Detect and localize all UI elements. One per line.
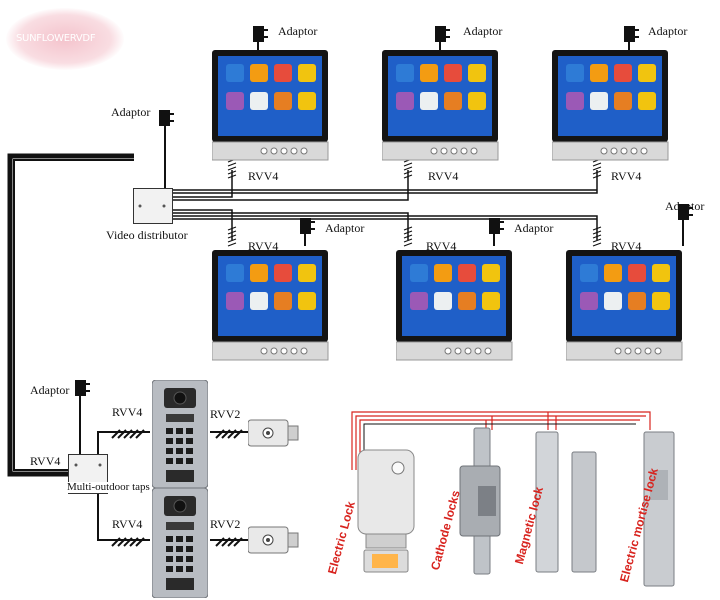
adaptor-plug-icon <box>300 218 315 234</box>
adaptor-cords <box>79 40 684 454</box>
multi-outdoor-taps-label: Multi-outdoor taps <box>67 481 150 493</box>
magnetic-lock-image <box>535 431 597 573</box>
adaptor-plug-icon <box>159 110 174 126</box>
adaptor-label-top-3: Adaptor <box>648 24 688 38</box>
main-cable <box>7 153 134 477</box>
outdoor-unit-bottom <box>152 488 208 598</box>
adaptor-plug-icon <box>624 26 639 42</box>
small-lock-top <box>248 419 299 447</box>
cathode-lock-image <box>459 427 501 575</box>
rvv2-label-top: RVV2 <box>210 407 241 421</box>
video-distributor-box <box>133 188 173 224</box>
brand-logo: SUNFLOWERVDF <box>6 8 124 70</box>
rvv4-label-mid-1: RVV4 <box>248 239 279 253</box>
adaptor-label-top-2: Adaptor <box>463 24 503 38</box>
rvv4-label-mid-3: RVV4 <box>611 239 642 253</box>
adaptor-label-taps: Adaptor <box>30 383 70 397</box>
rvv4-label-mid-2: RVV4 <box>426 239 457 253</box>
small-lock-bottom <box>248 526 299 554</box>
rvv4-label-left: RVV4 <box>30 454 61 468</box>
main-cable-2 <box>13 159 134 471</box>
adaptor-label-mid-3: Adaptor <box>665 199 705 213</box>
upper-bus <box>173 170 598 201</box>
rvv4-label-taps-top: RVV4 <box>112 405 143 419</box>
electric-lock-image <box>357 449 415 573</box>
indoor-monitor <box>212 250 329 361</box>
outdoor-unit-top <box>152 380 208 488</box>
adaptor-label-mid-1: Adaptor <box>325 221 365 235</box>
rvv4-label-top-1: RVV4 <box>248 169 279 183</box>
indoor-monitor <box>566 250 683 361</box>
adaptor-plug-icon <box>75 380 90 396</box>
rvv4-label-taps-bottom: RVV4 <box>112 517 143 531</box>
electric-mortise-lock-image <box>643 431 675 587</box>
adaptor-label-mid-2: Adaptor <box>514 221 554 235</box>
indoor-monitor <box>552 50 669 161</box>
adaptor-label-distributor: Adaptor <box>111 105 151 119</box>
indoor-monitor <box>212 50 329 161</box>
adaptor-label-top-1: Adaptor <box>278 24 318 38</box>
video-distributor-label: Video distributor <box>106 228 188 242</box>
adaptor-plug-icon <box>435 26 450 42</box>
indoor-monitor <box>382 50 499 161</box>
rvv2-label-bottom: RVV2 <box>210 517 241 531</box>
outdoor-cables <box>97 429 248 547</box>
rvv4-label-top-2: RVV4 <box>428 169 459 183</box>
brand-logo-text: SUNFLOWERVDF <box>16 33 96 44</box>
adaptor-plug-icon <box>678 204 693 220</box>
adaptor-plug-icon <box>253 26 268 42</box>
adaptor-plug-icon <box>489 218 504 234</box>
rvv4-label-top-3: RVV4 <box>611 169 642 183</box>
indoor-monitor <box>396 250 513 361</box>
